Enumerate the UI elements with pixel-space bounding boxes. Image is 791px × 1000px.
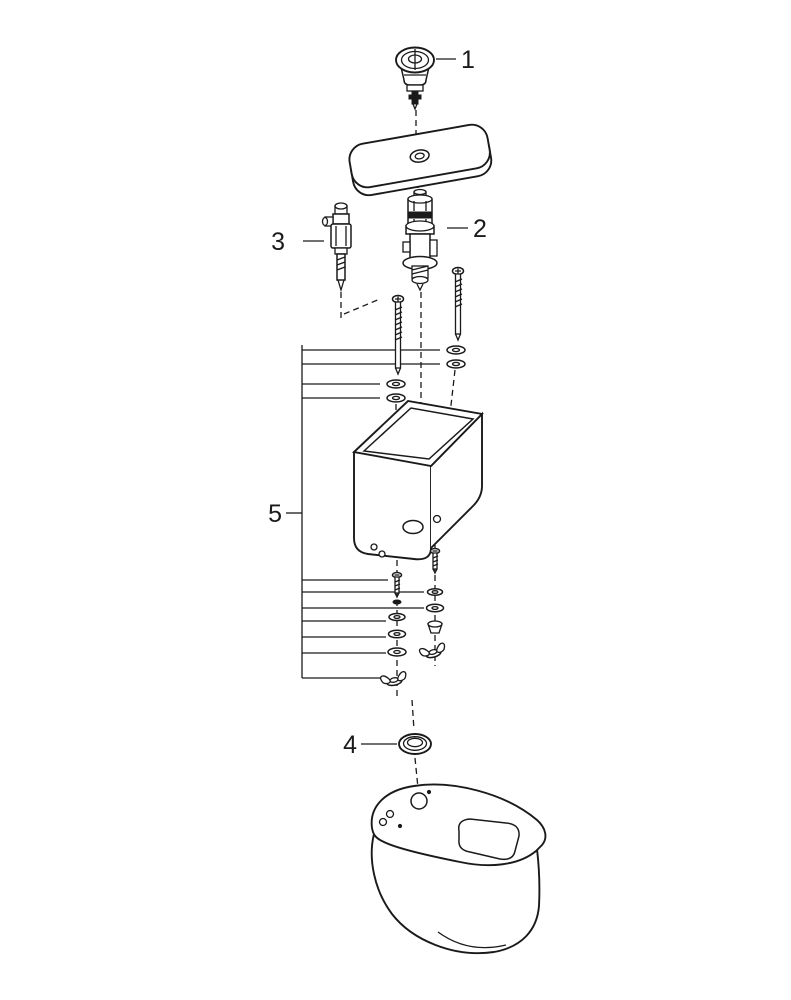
part-label-1: 1 [461, 46, 475, 74]
part-label-5: 5 [268, 500, 282, 528]
flush-button [395, 46, 435, 111]
cistern-lid [348, 123, 493, 197]
part-label-3: 3 [271, 228, 285, 256]
tank-fixing-fasteners [379, 547, 446, 687]
long-fixing-screws [386, 266, 466, 403]
toilet-bowl [370, 783, 547, 955]
sealing-ring [398, 733, 432, 755]
fixing-kit-bracket [286, 345, 440, 679]
fill-valve [321, 202, 352, 293]
part-label-4: 4 [343, 731, 357, 759]
flush-valve [402, 188, 438, 292]
callouts: 1 2 3 4 5 [268, 46, 487, 759]
part-label-2: 2 [473, 215, 487, 243]
cistern-tank [351, 399, 484, 561]
